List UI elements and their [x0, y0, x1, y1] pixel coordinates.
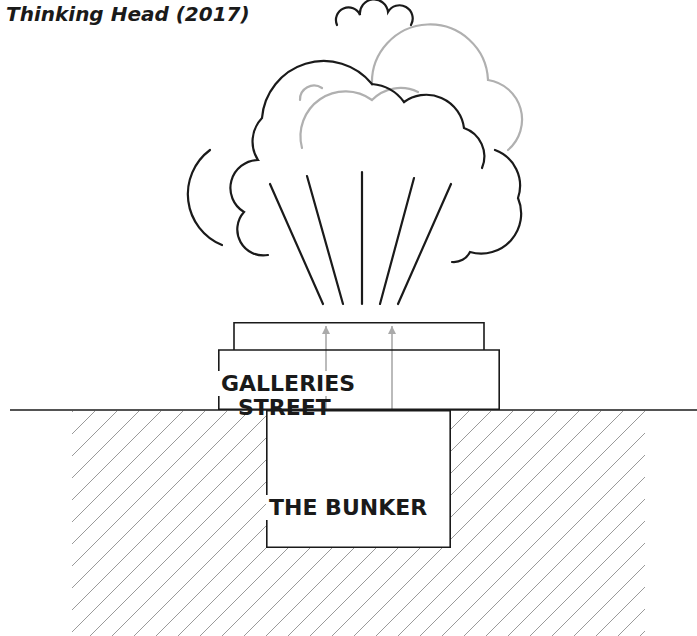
bunker-box-outline — [266, 410, 451, 548]
node-label: THE BUNKER — [266, 495, 430, 520]
blast-lines — [270, 172, 451, 304]
cloud-gray — [300, 24, 522, 150]
upward-arrow — [391, 326, 393, 410]
place-label: STREET — [238, 395, 697, 420]
cloud-black — [188, 0, 521, 262]
ground-hatching — [72, 411, 645, 636]
node-label: GALLERIES — [218, 371, 358, 396]
bunker-box: THE BUNKER — [266, 410, 451, 548]
figure-title: Thinking Head (2017) — [6, 2, 697, 26]
